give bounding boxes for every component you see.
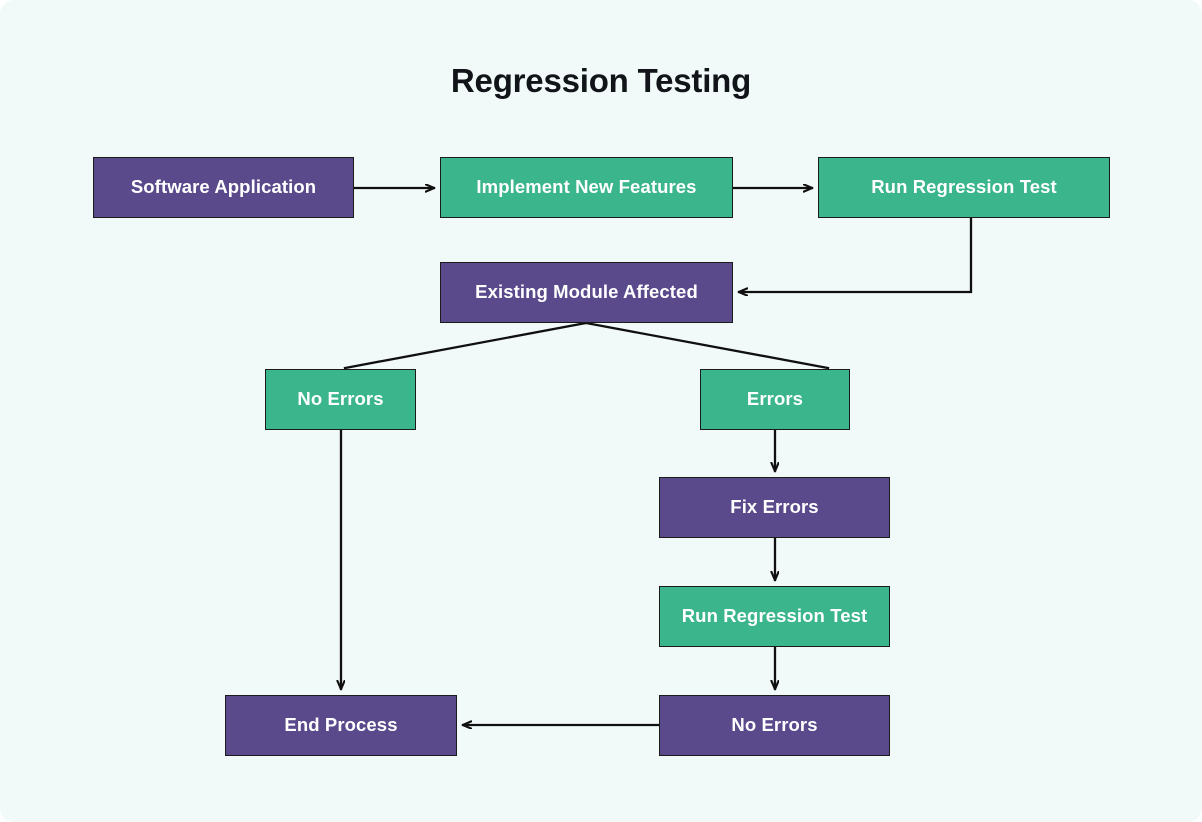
node-label: No Errors (297, 388, 384, 410)
node-label: Implement New Features (476, 176, 697, 198)
node-label: Run Regression Test (681, 605, 868, 627)
node-label: End Process (284, 714, 398, 736)
edge-existing-to-errors (584, 321, 830, 370)
node-implement-new-features[interactable]: Implement New Features (440, 157, 733, 218)
edge-existing-to-no-errors (343, 321, 588, 370)
node-run-regression-test-top[interactable]: Run Regression Test (818, 157, 1110, 218)
node-software-application[interactable]: Software Application (93, 157, 354, 218)
page-title: Regression Testing (450, 62, 752, 99)
node-existing-module-affected[interactable]: Existing Module Affected (440, 262, 733, 323)
node-no-errors-bottom[interactable]: No Errors (659, 695, 890, 756)
node-label: Run Regression Test (871, 176, 1057, 198)
node-label: No Errors (731, 714, 818, 736)
node-errors[interactable]: Errors (700, 369, 850, 430)
node-no-errors-left[interactable]: No Errors (265, 369, 416, 430)
node-fix-errors[interactable]: Fix Errors (659, 477, 890, 538)
node-label: Existing Module Affected (475, 281, 698, 303)
node-run-regression-test-bottom[interactable]: Run Regression Test (659, 586, 890, 647)
node-label: Software Application (130, 176, 317, 198)
node-label: Errors (746, 388, 804, 410)
node-label: Fix Errors (730, 496, 819, 518)
edge-run-to-existing (739, 216, 973, 292)
node-end-process[interactable]: End Process (225, 695, 457, 756)
